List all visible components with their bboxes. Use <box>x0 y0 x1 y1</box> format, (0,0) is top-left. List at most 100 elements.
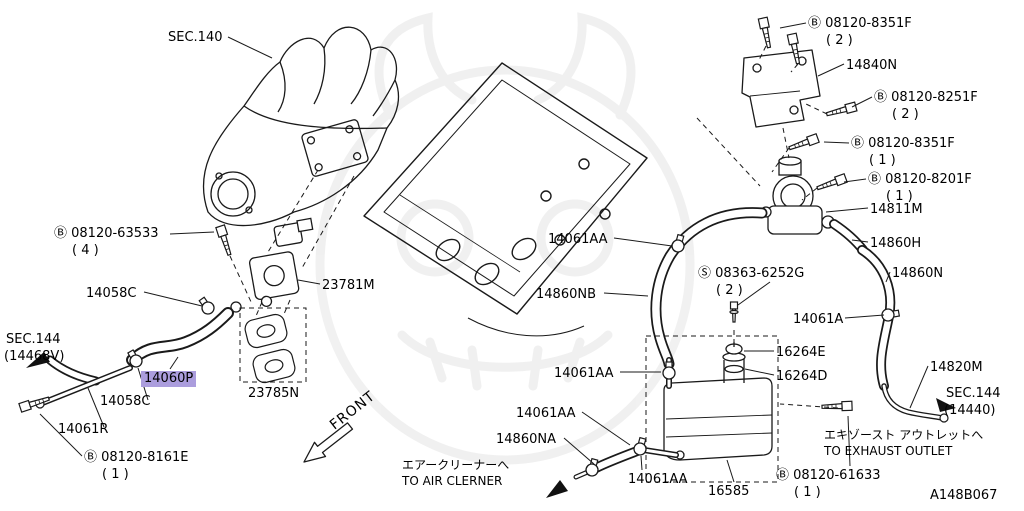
part-14860NA-label-text: 14860NA <box>496 432 556 447</box>
part-14058C-bottom-label[interactable]: 14058C <box>100 394 150 411</box>
sec-144-14468V-label-sub: (14468V) <box>4 348 65 364</box>
bolt-08120-8351F-1-label[interactable]: Ⓑ 08120-8351F( 1 ) <box>851 136 955 170</box>
bolt-08120-8201F-label-text: Ⓑ 08120-8201F <box>868 172 972 187</box>
part-14860NB-label-text: 14860NB <box>536 287 596 302</box>
pipe-fitting <box>939 413 949 423</box>
front-arrow-icon <box>303 422 354 463</box>
part-14061AA-bottom-left-label[interactable]: 14061AA <box>516 406 576 423</box>
bolt-08120-8351F-1-label-text: Ⓑ 08120-8351F <box>851 136 955 151</box>
sec-144-14440-label: SEC.144(14440) <box>944 386 1001 420</box>
bolt-08120-61633-label-sub: ( 1 ) <box>794 484 821 500</box>
arrows <box>26 352 956 498</box>
part-14058C-bottom-label-text: 14058C <box>100 394 151 409</box>
gaskets-23785N-art <box>244 313 296 384</box>
front-label: FRONT <box>326 387 379 434</box>
part-14820M-label[interactable]: 14820M <box>930 360 983 377</box>
bolt-08120-8351F-1-label-sub: ( 1 ) <box>869 152 896 168</box>
bolt-08120-63533-label-text: Ⓑ 08120-63533 <box>54 226 159 241</box>
bolt-08120-8251F-label-text: Ⓑ 08120-8251F <box>874 90 978 105</box>
part-23785N-label[interactable]: 23785N <box>248 386 299 403</box>
elbow-hose-sec144-art <box>45 355 101 386</box>
part-14061AA-bottom-left-label-text: 14061AA <box>516 406 576 421</box>
sec-144-14440-label-sub: (14440) <box>944 402 996 418</box>
part-14058C-top-label-text: 14058C <box>86 286 137 301</box>
bolt-08120-61633-label-text: Ⓑ 08120-61633 <box>776 468 881 483</box>
part-14061AA-top-label-text: 14061AA <box>548 232 608 247</box>
part-14061A-label-text: 14061A <box>793 312 844 327</box>
intake-manifold-art <box>202 26 400 227</box>
part-14061R-label[interactable]: 14061R <box>58 422 108 439</box>
screw-08363-6252G-label-text: Ⓢ 08363-6252G <box>698 266 805 281</box>
part-14061AA-bottom-label-text: 14061AA <box>628 472 688 487</box>
bolt-08120-8201F-label-sub: ( 1 ) <box>886 188 913 204</box>
part-14840N-label[interactable]: 14840N <box>846 58 897 75</box>
note-to-exhaust-outlet-text: エキゾースト アウトレットへ <box>824 428 984 442</box>
part-16264E-label-text: 16264E <box>776 345 826 360</box>
leader-lines <box>39 22 929 483</box>
front-label-text: FRONT <box>327 388 379 434</box>
air-cleaner-arrow-icon <box>546 480 568 498</box>
bolt-08120-8351F-2-label-text: Ⓑ 08120-8351F <box>808 16 912 31</box>
bolt-08120-8351F-2-label-sub: ( 2 ) <box>826 32 853 48</box>
bolt-08120-8251F-label-sub: ( 2 ) <box>892 106 919 122</box>
aiv-valve-23781M-art <box>230 217 314 313</box>
sec-144-14468V-label: SEC.144(14468V) <box>4 332 65 366</box>
part-16264D-label[interactable]: 16264D <box>776 369 827 386</box>
part-14840N-label-text: 14840N <box>846 58 898 73</box>
part-14061AA-top-label[interactable]: 14061AA <box>548 232 608 249</box>
sec-140-label-text: SEC.140 <box>168 30 223 45</box>
gasket-16264D-art <box>724 364 744 374</box>
part-14061AA-mid-label[interactable]: 14061AA <box>554 366 614 383</box>
screw-08363-6252G-label-sub: ( 2 ) <box>716 282 743 298</box>
valve-cover-art <box>363 62 648 337</box>
exhaust-outlet-arrow-icon <box>936 398 956 412</box>
part-14811M-label[interactable]: 14811M <box>870 202 923 219</box>
note-to-exhaust-outlet-sub: TO EXHAUST OUTLET <box>824 443 953 458</box>
watermark-oni-mask <box>315 12 695 465</box>
sec-140-label: SEC.140 <box>168 30 223 47</box>
part-14860H-label[interactable]: 14860H <box>870 236 921 253</box>
pipe-14061R <box>37 365 133 407</box>
bolt-08120-8251F-label[interactable]: Ⓑ 08120-8251F( 2 ) <box>874 90 978 124</box>
part-14811M-label-text: 14811M <box>870 202 923 217</box>
part-14061AA-bottom-label[interactable]: 14061AA <box>628 472 688 489</box>
sec144-left-arrow-icon <box>26 352 50 368</box>
part-23781M-label-text: 23781M <box>322 278 375 293</box>
part-14060P-label[interactable]: 14060P <box>141 371 197 388</box>
bolt-08120-63533-label-sub: ( 4 ) <box>72 242 99 258</box>
bolt-08120-8201F-label[interactable]: Ⓑ 08120-8201F( 1 ) <box>868 172 972 206</box>
bolt-08120-63533-label[interactable]: Ⓑ 08120-63533( 4 ) <box>54 226 159 260</box>
part-14860H-label-text: 14860H <box>870 236 922 251</box>
drawing-number-text: A148B067 <box>930 488 998 503</box>
bolt-08120-8161E-label[interactable]: Ⓑ 08120-8161E( 1 ) <box>84 450 188 484</box>
part-14061A-label[interactable]: 14061A <box>793 312 843 329</box>
dashed-lines <box>229 45 839 483</box>
note-to-air-cleaner-sub: TO AIR CLERNER <box>402 473 503 488</box>
bolt-08120-61633-label[interactable]: Ⓑ 08120-61633( 1 ) <box>776 468 881 502</box>
part-14061R-label-text: 14061R <box>58 422 109 437</box>
part-14860N-label[interactable]: 14860N <box>892 266 943 283</box>
part-14860NA-label[interactable]: 14860NA <box>496 432 556 449</box>
part-23781M-label[interactable]: 23781M <box>322 278 375 295</box>
reservoir-tank-16585-art <box>663 342 773 461</box>
part-14058C-top-label[interactable]: 14058C <box>86 286 136 303</box>
part-14860N-label-text: 14860N <box>892 266 944 281</box>
bolt-08120-8351F-2-label[interactable]: Ⓑ 08120-8351F( 2 ) <box>808 16 912 50</box>
bolt-08120-8161E-label-sub: ( 1 ) <box>102 466 129 482</box>
part-14860NB-label[interactable]: 14860NB <box>536 287 596 304</box>
part-14060P-label-text: 14060P <box>141 371 197 387</box>
pipe-14820M <box>881 383 945 421</box>
part-16264E-label[interactable]: 16264E <box>776 345 826 362</box>
note-to-air-cleaner-text: エアークリーナーへ <box>402 458 510 472</box>
hoses-art <box>35 207 949 480</box>
drawing-number: A148B067 <box>930 488 997 505</box>
tank-bottom-tube <box>641 447 679 458</box>
screw-08363-6252G-label[interactable]: Ⓢ 08363-6252G( 2 ) <box>698 266 804 300</box>
part-16585-label[interactable]: 16585 <box>708 484 749 501</box>
hose-14060P <box>126 307 234 366</box>
part-14061AA-mid-label-text: 14061AA <box>554 366 614 381</box>
